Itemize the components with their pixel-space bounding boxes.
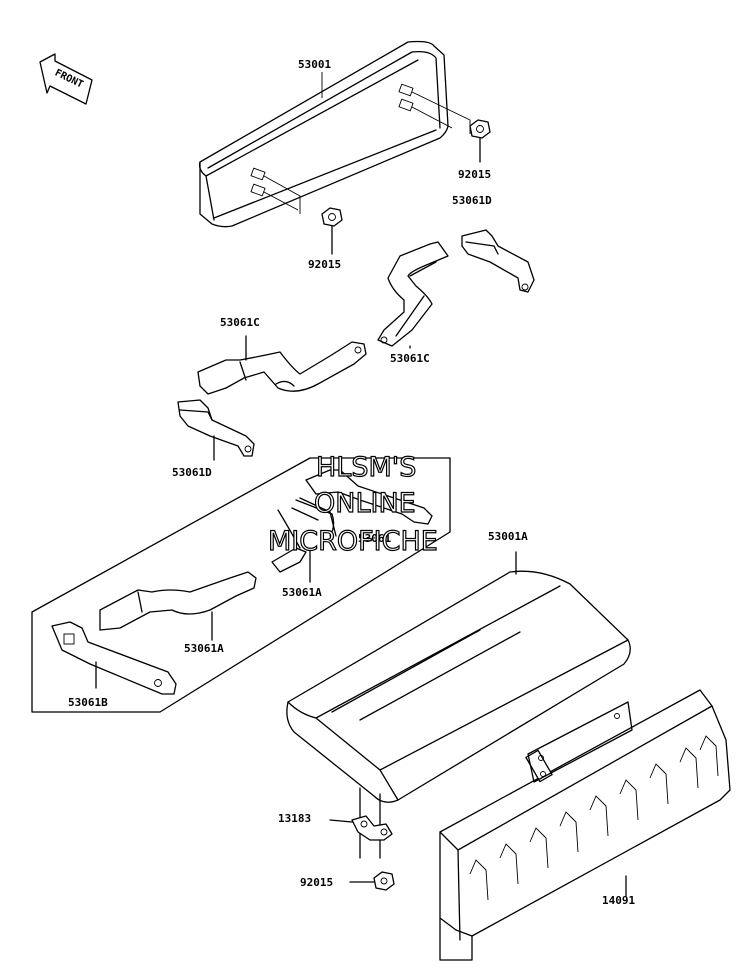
bracket-53061D-top-drawing <box>461 229 535 293</box>
front-arrow-icon: FRONT <box>39 53 93 105</box>
nut-92015-left-icon <box>321 207 343 255</box>
watermark-line-1: HLSM'S <box>316 452 416 483</box>
strap-53061A-lower-drawing <box>99 571 257 641</box>
label-14091: 14091 <box>602 894 635 907</box>
nut-92015-bottom-icon <box>349 871 395 891</box>
strap-53061C-left-drawing <box>197 335 367 395</box>
label-53061A-lower: 53061A <box>184 642 224 655</box>
strap-53061-drawing <box>291 469 433 537</box>
label-53061: 53061 <box>358 532 391 545</box>
part-53001A-drawing <box>286 551 631 803</box>
label-53061B: 53061B <box>68 696 108 709</box>
strap-53061A-upper-drawing <box>271 499 335 583</box>
bracket-53061B-drawing <box>51 621 177 695</box>
watermark-line-2: ONLINE <box>314 488 416 519</box>
label-53061A-upper: 53061A <box>282 586 322 599</box>
label-13183: 13183 <box>278 812 311 825</box>
part-13183-drawing <box>329 787 393 859</box>
bracket-53061D-bottom-drawing <box>177 399 255 461</box>
inset-outline <box>31 457 451 713</box>
part-14091-drawing <box>439 689 731 961</box>
watermark-line-3: MICROFICHE <box>268 526 438 557</box>
label-53061C-left: 53061C <box>220 316 260 329</box>
label-53061D-top: 53061D <box>452 194 492 207</box>
label-53061D-bottom: 53061D <box>172 466 212 479</box>
label-53001A: 53001A <box>488 530 528 543</box>
label-53001: 53001 <box>298 58 331 71</box>
label-92015-right: 92015 <box>458 168 491 181</box>
strap-53061C-right-drawing <box>377 241 449 349</box>
label-53061C-right: 53061C <box>390 352 430 365</box>
label-92015-bottom: 92015 <box>300 876 333 889</box>
label-92015-left: 92015 <box>308 258 341 271</box>
nut-92015-right-icon <box>469 119 491 163</box>
part-53001-drawing <box>198 40 471 228</box>
